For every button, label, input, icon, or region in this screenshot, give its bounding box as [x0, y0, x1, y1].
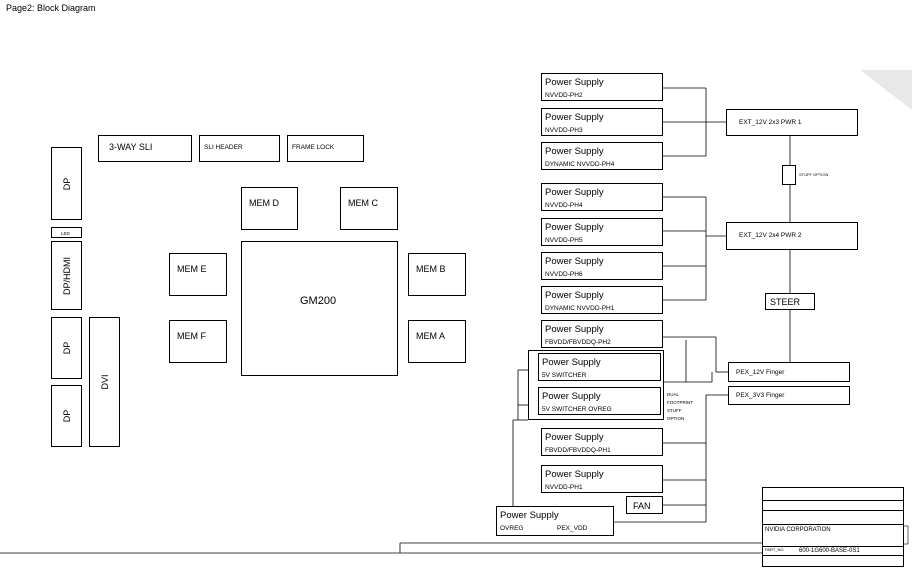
three-way-sli-label: 3-WAY SLI — [109, 142, 153, 152]
ext-12v-2x4-label: EXT_12V 2x4 PWR 2 — [739, 232, 802, 239]
ext-12v-2x3-box: EXT_12V 2x3 PWR 1 — [726, 109, 858, 136]
corner-logo-icon — [860, 70, 912, 110]
power-supply-sub: NVVDD-PH3 — [545, 127, 583, 134]
power-supply-title: Power Supply — [542, 391, 601, 402]
power-supply-sub: NVVDD-PH5 — [545, 237, 583, 244]
mem-e-box: MEM E — [169, 253, 227, 296]
power-supply-title: Power Supply — [545, 432, 604, 443]
power-supply-fbvdd-ph1: Power Supply FBVDD/FBVDDQ-PH1 — [541, 428, 663, 456]
led-box: LED — [51, 227, 82, 238]
sli-header-label: SLI HEADER — [204, 144, 243, 151]
power-supply-nvvdd-ph5: Power Supply NVVDD-PH5 — [541, 218, 663, 246]
pex-12v-finger-label: PEX_12V Finger — [736, 369, 785, 376]
dp-connector-1-label: DP — [62, 177, 72, 191]
power-supply-title: Power Supply — [545, 187, 604, 198]
stuff-option-box — [782, 165, 796, 185]
part-number: 600-1G600-BASE-0S1 — [799, 548, 860, 554]
pex-12v-finger-box: PEX_12V Finger — [728, 362, 850, 382]
dp-connector-2: DP — [51, 317, 82, 379]
power-supply-nvvdd-ph2: Power Supply NVVDD-PH2 — [541, 73, 663, 101]
power-supply-title: Power Supply — [545, 256, 604, 267]
power-supply-nvvdd-ph1: Power Supply NVVDD-PH1 — [541, 465, 663, 493]
dp-connector-1: DP — [51, 147, 82, 220]
power-supply-sub: DYNAMIC NVVDD-PH1 — [545, 305, 615, 312]
dp-hdmi-label: DP/HDMI — [62, 257, 72, 295]
stuff-option-label: STUFF OPTION — [799, 172, 829, 177]
sli-header-box: SLI HEADER — [199, 135, 280, 162]
frame-lock-box: FRAME LOCK — [287, 135, 364, 162]
steer-box: STEER — [765, 293, 815, 310]
page-title: Page2: Block Diagram — [6, 3, 96, 13]
fan-label: FAN — [633, 501, 651, 511]
ext-12v-2x3-label: EXT_12V 2x3 PWR 1 — [739, 119, 802, 126]
power-supply-title: Power Supply — [545, 77, 604, 88]
mem-e-label: MEM E — [177, 264, 207, 274]
power-supply-dynamic-nvvdd-ph1: Power Supply DYNAMIC NVVDD-PH1 — [541, 286, 663, 314]
power-supply-5v-switcher-ovreg: Power Supply 5V SWITCHER OVREG — [538, 387, 661, 415]
power-supply-title: Power Supply — [545, 146, 604, 157]
dp-connector-2-label: DP — [62, 341, 72, 355]
gpu-box: GM200 — [241, 241, 398, 376]
steer-label: STEER — [770, 297, 801, 307]
three-way-sli-box: 3-WAY SLI — [98, 135, 192, 162]
mem-d-label: MEM D — [249, 198, 279, 208]
mem-a-label: MEM A — [416, 331, 446, 341]
company-name: NVIDIA CORPORATION — [765, 527, 831, 533]
ext-12v-2x4-box: EXT_12V 2x4 PWR 2 — [726, 222, 858, 250]
power-supply-title: Power Supply — [545, 290, 604, 301]
ovreg-right-label: PEX_VDD — [557, 525, 588, 532]
power-supply-sub: NVVDD-PH1 — [545, 484, 583, 491]
power-supply-sub: DYNAMIC NVVDD-PH4 — [545, 161, 615, 168]
dvi-connector: DVI — [89, 317, 120, 447]
power-supply-sub: NVVDD-PH6 — [545, 271, 583, 278]
rev-label: PART_NO — [765, 547, 784, 552]
mem-b-box: MEM B — [408, 253, 466, 296]
dual-footprint-note: DUAL FOOTPRINT STUFF OPTION — [667, 392, 693, 421]
power-supply-title: Power Supply — [545, 469, 604, 480]
power-supply-dynamic-nvvdd-ph4: Power Supply DYNAMIC NVVDD-PH4 — [541, 142, 663, 170]
pex-3v3-finger-label: PEX_3V3 Finger — [736, 392, 785, 399]
power-supply-sub: 5V SWITCHER OVREG — [542, 406, 612, 413]
pex-3v3-finger-box: PEX_3V3 Finger — [728, 386, 850, 405]
power-supply-title: Power Supply — [545, 222, 604, 233]
title-block: NVIDIA CORPORATION PART_NO 600-1G600-BAS… — [762, 487, 904, 567]
mem-c-box: MEM C — [340, 187, 398, 230]
power-supply-ovreg: Power Supply OVREG PEX_VDD — [496, 506, 614, 536]
power-supply-fbvdd-ph2: Power Supply FBVDD/FBVDDQ-PH2 — [541, 320, 663, 348]
power-supply-sub: NVVDD-PH4 — [545, 202, 583, 209]
mem-b-label: MEM B — [416, 264, 446, 274]
power-supply-nvvdd-ph6: Power Supply NVVDD-PH6 — [541, 252, 663, 280]
mem-f-box: MEM F — [169, 320, 227, 363]
power-supply-title: Power Supply — [545, 324, 604, 335]
power-supply-nvvdd-ph3: Power Supply NVVDD-PH3 — [541, 108, 663, 136]
power-supply-nvvdd-ph4: Power Supply NVVDD-PH4 — [541, 183, 663, 211]
dp-connector-3: DP — [51, 385, 82, 447]
power-supply-title: Power Supply — [542, 357, 601, 368]
power-supply-title: Power Supply — [545, 112, 604, 123]
ovreg-left-label: OVREG — [500, 525, 524, 532]
fan-box: FAN — [626, 496, 663, 514]
mem-f-label: MEM F — [177, 331, 206, 341]
ovreg-title: Power Supply — [500, 510, 559, 521]
gpu-label: GM200 — [300, 295, 337, 307]
frame-lock-label: FRAME LOCK — [292, 144, 335, 151]
mem-a-box: MEM A — [408, 320, 466, 363]
mem-c-label: MEM C — [348, 198, 378, 208]
dvi-label: DVI — [100, 374, 110, 390]
dp-connector-3-label: DP — [62, 409, 72, 423]
dp-hdmi-connector: DP/HDMI — [51, 241, 82, 310]
led-label: LED — [61, 231, 70, 236]
mem-d-box: MEM D — [241, 187, 298, 230]
power-supply-sub: FBVDD/FBVDDQ-PH1 — [545, 447, 611, 454]
power-supply-5v-switcher: Power Supply 5V SWITCHER — [538, 353, 661, 381]
power-supply-sub: 5V SWITCHER — [542, 372, 587, 379]
power-supply-sub: FBVDD/FBVDDQ-PH2 — [545, 339, 611, 346]
power-supply-sub: NVVDD-PH2 — [545, 92, 583, 99]
